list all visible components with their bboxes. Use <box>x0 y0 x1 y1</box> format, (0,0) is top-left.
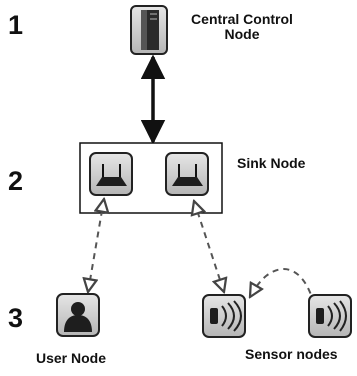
level-number-3: 3 <box>8 303 24 333</box>
central-node-label-line1: Central Control <box>191 11 293 27</box>
sensor-signal-icon <box>202 294 246 338</box>
link-sink-user <box>88 199 104 292</box>
sink-node-label: Sink Node <box>237 155 306 171</box>
person-silhouette-icon <box>56 293 100 337</box>
central-node-label-line2: Node <box>224 26 260 42</box>
wireless-router-icon <box>89 152 133 196</box>
link-sensor-sensor <box>250 268 315 305</box>
level-number-1: 1 <box>8 10 24 40</box>
sensor-signal-icon <box>308 294 352 338</box>
server-tower-icon <box>130 5 168 55</box>
user-node-label: User Node <box>36 350 107 366</box>
central-node-label: Central Control Node <box>180 12 304 42</box>
link-sink-sensor <box>194 201 224 292</box>
level-number-2: 2 <box>8 166 24 196</box>
sensor-nodes-label: Sensor nodes <box>245 346 338 362</box>
wireless-router-icon <box>165 152 209 196</box>
